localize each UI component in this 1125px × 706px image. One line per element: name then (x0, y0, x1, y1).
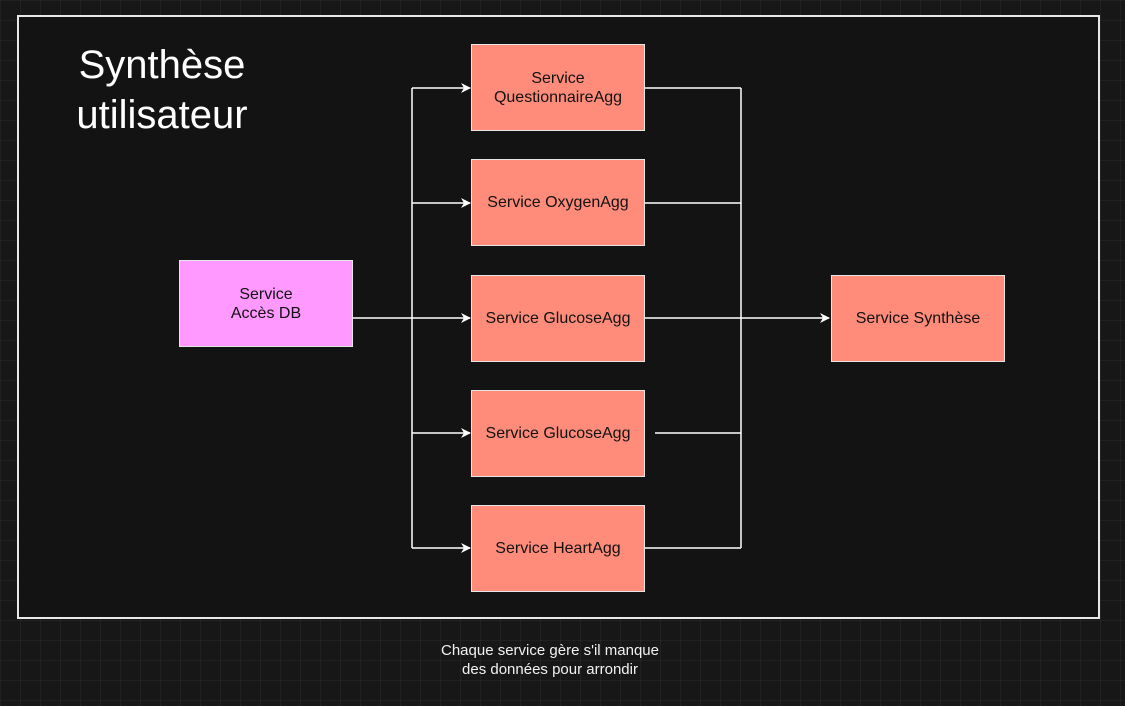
node-questionnaire-agg[interactable]: Service QuestionnaireAgg (471, 44, 645, 131)
node-heart-agg[interactable]: Service HeartAgg (471, 505, 645, 592)
note-text: Chaque service gère s'il manque des donn… (441, 642, 659, 678)
node-synthese[interactable]: Service Synthèse (831, 275, 1005, 362)
node-glucose-agg-1[interactable]: Service GlucoseAgg (471, 275, 645, 362)
node-db-access[interactable]: Service Accès DB (179, 260, 353, 347)
node-glucose-agg-2[interactable]: Service GlucoseAgg (471, 390, 645, 477)
node-oxygen-agg[interactable]: Service OxygenAgg (471, 159, 645, 246)
diagram-title: Synthèse utilisateur (76, 43, 248, 137)
